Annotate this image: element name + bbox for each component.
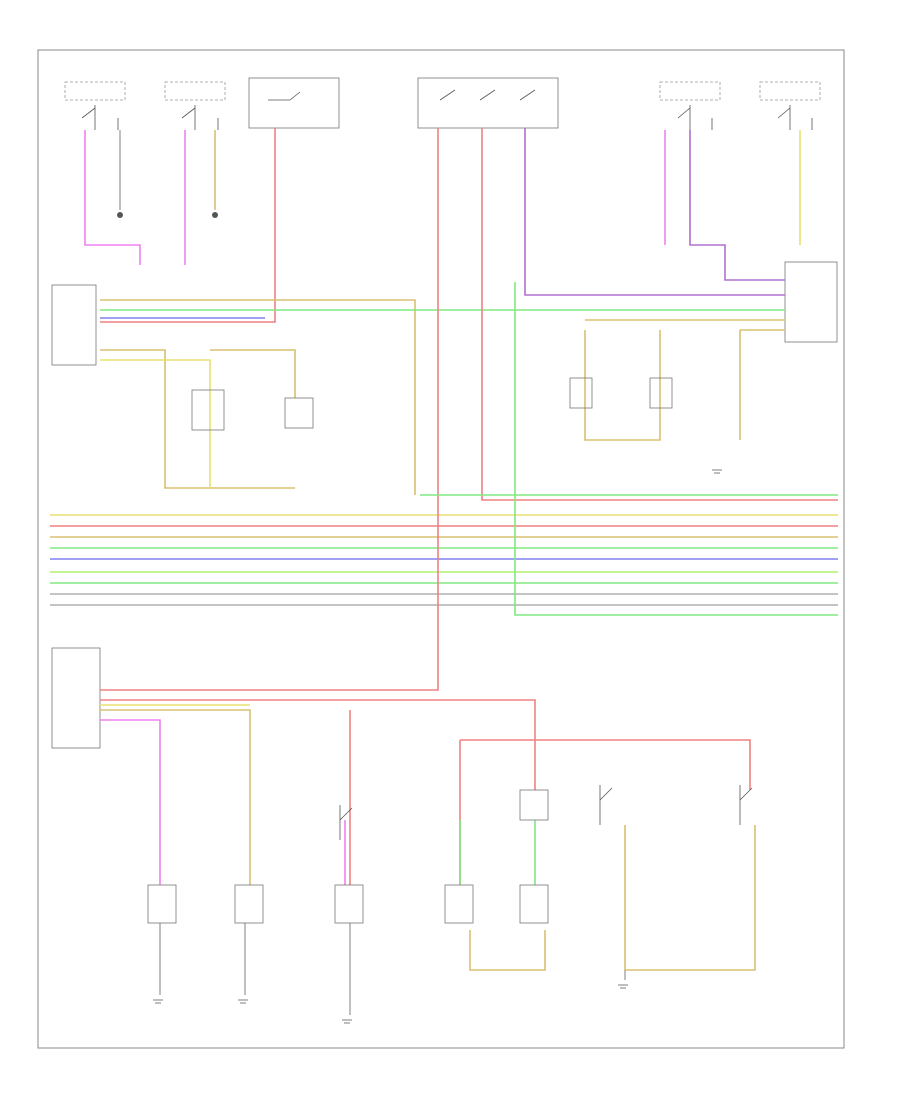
left-door-control-module [51,284,97,366]
upper-left-lamp [191,389,225,431]
lower-tan-2 [469,930,546,971]
door-switch-box-2 [164,81,226,101]
lower-tan-1 [100,709,251,885]
right-red-2 [481,128,838,501]
lamp-2 [234,884,264,924]
fuse-symbol-left [268,91,301,101]
lower-red-3 [460,739,751,790]
ground-symbol-1 [153,999,163,1004]
central-electronics-module [51,647,101,749]
ground-symbol-3 [342,1019,352,1024]
switch-lower-right [519,884,549,924]
door-switch-4-symbol [777,105,813,130]
right-violet-2 [689,130,785,281]
lower-tan-3 [624,825,756,971]
door-switch-3-symbol [677,105,713,130]
switch-lower-middle [334,884,364,924]
left-module-yellow-2 [100,359,211,488]
upper-right-lamp-2 [649,377,673,409]
left-door-switches [64,77,340,218]
door-switch-1-symbol [81,105,119,130]
fuse-box-right [417,77,559,129]
door-switch-box-4 [759,81,821,101]
ground-symbol-4 [618,984,628,989]
lamp-4 [519,789,549,821]
middle-switch [339,805,353,840]
lamp-1 [147,884,177,924]
ground-symbol-2 [238,999,248,1004]
right-switch-2 [739,785,753,825]
lower-red-1 [100,699,536,790]
right-door-control-module [784,261,838,343]
left-module-yellow [100,299,416,495]
left-module-tan-2 [100,349,295,489]
left-switch-1-pink [84,130,141,265]
door-switch-2-symbol [181,105,219,130]
lower-components [147,377,753,1024]
lamp-3 [444,884,474,924]
right-top-components [417,77,821,130]
diagram-border [37,49,845,1049]
door-switch-box-3 [659,81,721,101]
upper-left-switch [284,397,314,429]
ground-symbol-5 [712,469,722,474]
fuse-box-left [248,77,340,129]
door-switch-box-1 [64,81,126,101]
right-module-tan-2 [584,330,661,441]
lower-pink-1 [100,719,161,885]
ground-node-1 [117,212,123,218]
right-switch-1 [599,785,613,825]
right-green-main [514,282,838,616]
left-module-tan-3 [210,349,296,398]
wires-layer [50,128,838,1015]
upper-right-lamp-1 [569,377,593,409]
left-red-main [100,128,276,323]
ground-node-2 [212,212,218,218]
right-violet [524,128,785,296]
right-red-1 [100,128,439,691]
fuse-symbols-right [439,89,536,101]
